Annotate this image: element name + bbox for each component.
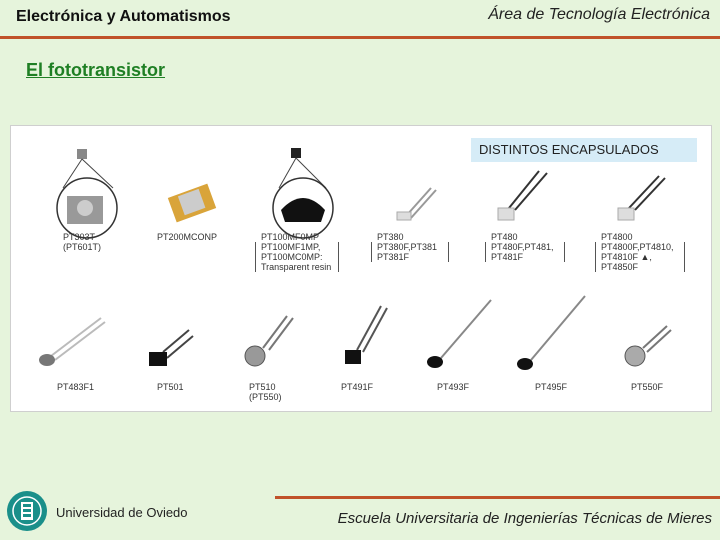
label-pt200mconp: PT200MCONP [157, 232, 218, 242]
label-bracket [255, 242, 339, 272]
package-pt483f1 [39, 317, 106, 366]
package-pt480 [497, 170, 548, 221]
university-name: Universidad de Oviedo [56, 505, 188, 520]
package-pt100mf0mp [272, 148, 334, 239]
package-pt510 [244, 315, 294, 367]
label-pt550f: PT550F [631, 382, 664, 392]
label-pt495f: PT495F [535, 382, 568, 392]
label-pt303t: PT303T(PT601T) [63, 232, 102, 252]
course-title: Electrónica y Automatismos [16, 8, 231, 25]
label-bracket [595, 242, 685, 272]
label-pt491f: PT491F [341, 382, 374, 392]
package-pt380 [396, 187, 437, 221]
label-pt510: PT510(PT550) [249, 382, 282, 402]
package-pt501 [149, 329, 194, 366]
phototransistor-packages-figure: DISTINTOS ENCAPSULADOS PT303T(PT601T) PT… [10, 125, 712, 412]
footer-divider [275, 496, 720, 499]
slide-title: El fototransistor [26, 60, 166, 80]
label-pt501: PT501 [157, 382, 184, 392]
package-pt550f [624, 325, 672, 367]
package-pt4800 [617, 175, 666, 221]
package-pt303t [56, 149, 118, 239]
package-pt495f [517, 295, 586, 370]
package-pt491f [345, 305, 388, 364]
package-pt493f [427, 299, 492, 368]
label-bracket [371, 242, 449, 262]
department-title: Área de Tecnología Electrónica [488, 6, 710, 23]
label-bracket [485, 242, 565, 262]
header-divider [0, 36, 720, 39]
package-pt200mconp [167, 183, 217, 223]
university-logo-icon [6, 490, 48, 532]
label-pt493f: PT493F [437, 382, 470, 392]
packages-caption: DISTINTOS ENCAPSULADOS [471, 138, 697, 162]
school-name: Escuela Universitaria de Ingenierías Téc… [337, 510, 712, 527]
packages-drawing [39, 148, 672, 370]
label-pt483f1: PT483F1 [57, 382, 95, 392]
